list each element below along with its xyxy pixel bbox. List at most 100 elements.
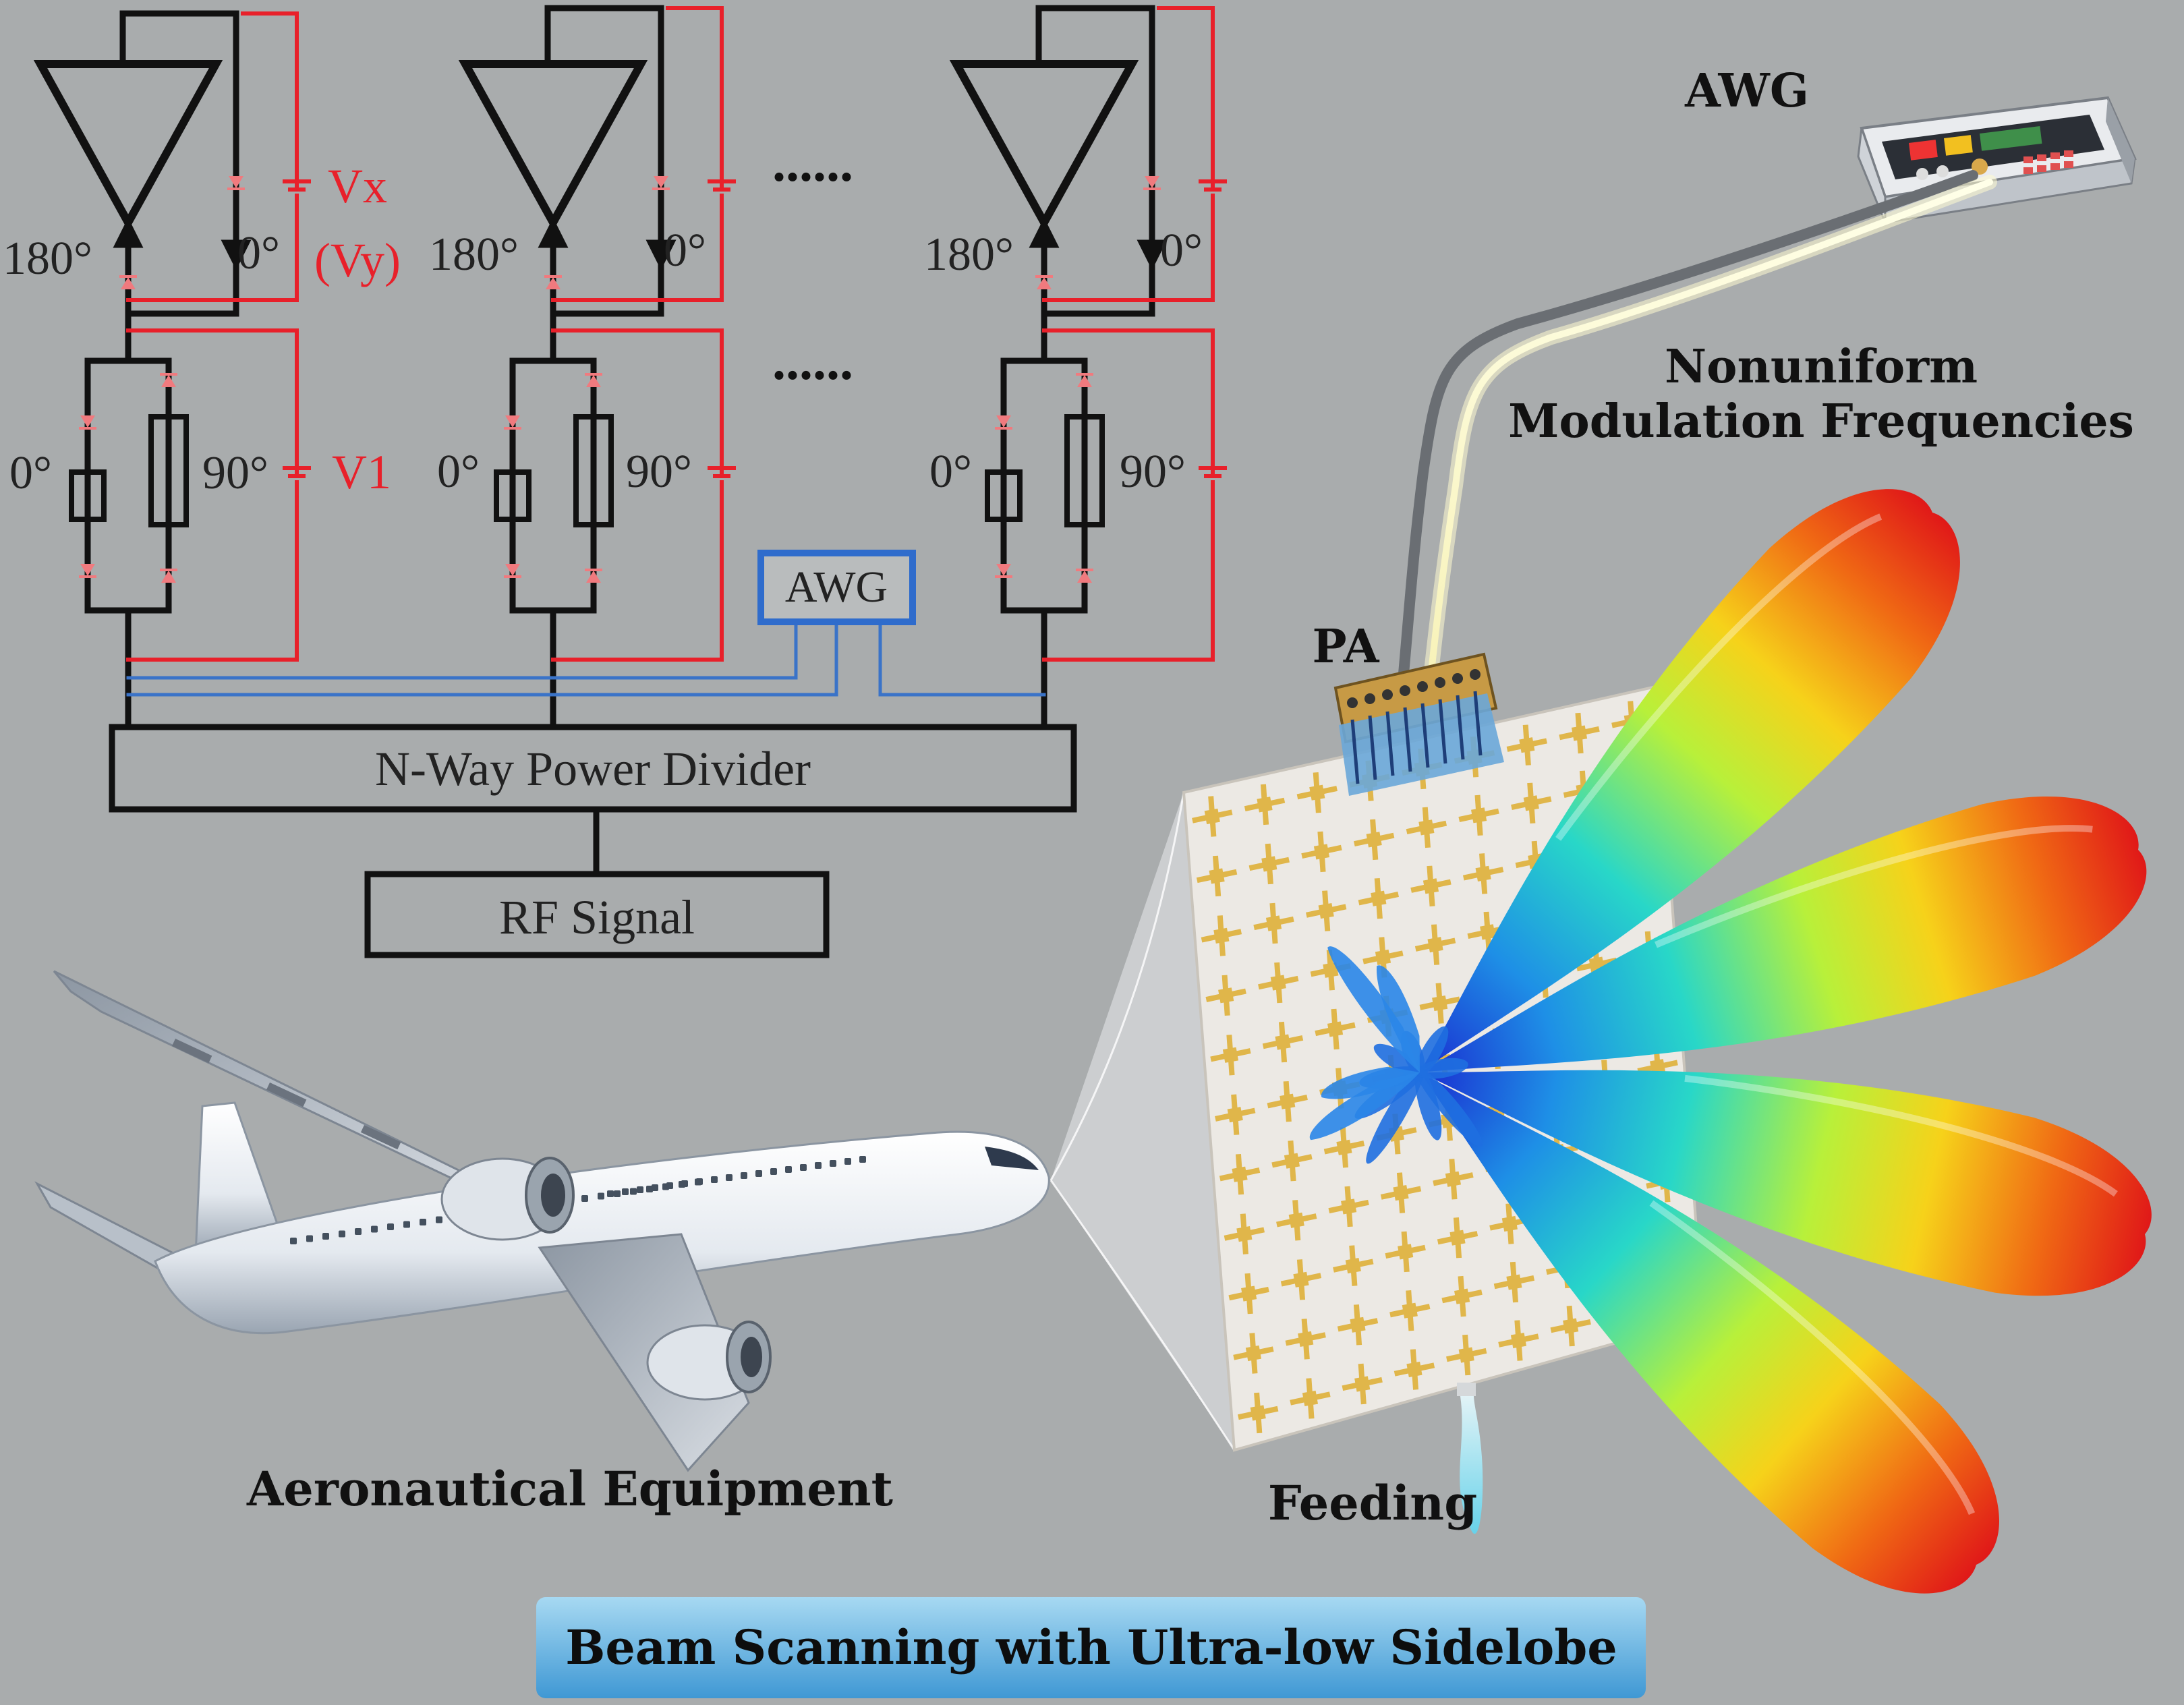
pa-pin	[1382, 689, 1393, 700]
window	[741, 1172, 747, 1179]
patch-element	[1236, 1226, 1253, 1242]
pa-feed-line	[1456, 695, 1465, 760]
patch-element	[1318, 902, 1334, 919]
sidelobe-shape	[1366, 1065, 1425, 1164]
patch-element	[1298, 1331, 1314, 1347]
patch-element	[1323, 962, 1339, 978]
patch-element	[1250, 1405, 1266, 1421]
pa-feed-line	[1438, 699, 1447, 764]
phase-180-label-1: 180°	[3, 233, 92, 285]
pa-pin	[1452, 673, 1463, 684]
awg-control-line	[878, 620, 1046, 697]
patch-element	[1354, 1376, 1371, 1392]
patch-element	[1471, 807, 1487, 823]
main-beam-3	[1420, 1070, 2152, 1296]
sidelobe-shape	[1416, 1058, 1468, 1079]
window	[420, 1219, 426, 1225]
pa-feed-line	[1385, 711, 1395, 776]
window	[652, 1184, 658, 1191]
projection-cone	[1051, 792, 1234, 1450]
minor-lobe-4	[1321, 1066, 1420, 1099]
modulation-cable	[1398, 170, 1997, 692]
pa-feed-line	[1403, 707, 1412, 772]
phase-0-label-2: 0°	[664, 225, 706, 277]
patch-element	[1510, 1332, 1527, 1349]
patch-element	[1265, 915, 1282, 931]
signal-generator-icon	[1857, 96, 2137, 224]
engine-upper	[440, 1157, 575, 1241]
patch-element	[1519, 737, 1535, 753]
patch-element	[1284, 1153, 1300, 1169]
patch-element	[1204, 808, 1220, 825]
pa-pin	[1364, 693, 1375, 704]
airplane-icon	[34, 970, 1050, 1472]
diode	[996, 415, 1011, 428]
patch-element	[1423, 878, 1439, 894]
patch-element	[1432, 995, 1448, 1012]
patch-element	[1275, 1034, 1291, 1050]
rf-signal-label: RF Signal	[499, 890, 695, 944]
pa-pin	[1435, 677, 1445, 688]
banner: Beam Scanning with Ultra-low Sidelobe	[536, 1597, 1646, 1698]
minor-lobe-shape	[1309, 1072, 1420, 1140]
diode	[121, 277, 136, 289]
patch-element	[1222, 1047, 1239, 1063]
window	[755, 1170, 762, 1177]
phase-90-label-2: 90°	[626, 446, 692, 498]
window	[607, 1190, 614, 1197]
minor-lobe-2	[1377, 965, 1420, 1072]
amplifier-triangle	[33, 60, 223, 231]
window	[387, 1223, 394, 1230]
diode	[586, 571, 601, 583]
patch-element	[1245, 1345, 1262, 1362]
phase-90-label-1: 90°	[202, 447, 268, 499]
pa-feed-line	[1350, 719, 1360, 784]
patch-element	[1366, 832, 1382, 848]
diode	[546, 277, 561, 289]
diode	[1077, 571, 1092, 583]
awg-device-label: AWG	[1684, 64, 1809, 118]
window	[815, 1162, 822, 1169]
patch-element	[1261, 856, 1277, 872]
window	[726, 1174, 732, 1181]
patch-element	[1218, 987, 1234, 1004]
patch-element	[1480, 924, 1496, 940]
patch-element	[1280, 1093, 1296, 1109]
patch-element	[1327, 1021, 1344, 1037]
phase-180-label-3: 180°	[924, 229, 1014, 281]
patch-element	[1449, 1230, 1466, 1246]
voltage-vx-label: Vx	[328, 159, 387, 213]
phase-delay-line-90	[1064, 414, 1105, 527]
window	[844, 1158, 851, 1165]
window	[785, 1166, 792, 1173]
pa-label: PA	[1313, 620, 1380, 674]
patch-element	[1445, 1171, 1462, 1187]
window	[770, 1168, 777, 1175]
diode	[80, 415, 95, 428]
patch-element	[1406, 1361, 1423, 1378]
patch-element	[1341, 1198, 1357, 1215]
pa-pin	[1417, 681, 1428, 692]
amplifier-triangle	[458, 60, 648, 231]
window	[859, 1156, 866, 1163]
minor-lobe-shape	[1321, 1066, 1420, 1099]
modulation-label-line2: Modulation Frequencies	[1508, 395, 2134, 449]
minor-lobe-shape	[1327, 946, 1420, 1072]
window	[711, 1176, 718, 1183]
sidelobe-8	[1416, 1058, 1468, 1079]
patch-element	[1375, 949, 1391, 966]
patch-element	[1309, 784, 1325, 801]
patch-element	[1571, 725, 1588, 741]
diode	[996, 564, 1011, 576]
main-beam-2	[1420, 796, 2147, 1072]
circuit-awg-label: AWG	[785, 562, 888, 612]
ellipsis-upper: ......	[772, 134, 853, 193]
phase-0-label-3: 0°	[1160, 225, 1203, 277]
pa-pin	[1347, 697, 1358, 708]
phase-0-lower-label-3: 0°	[929, 446, 972, 498]
diode	[1077, 375, 1092, 387]
phase-0-label-1: 0°	[237, 227, 280, 279]
main-beam-1	[1420, 489, 1960, 1072]
patch-element	[1427, 937, 1443, 953]
beam-lobe	[1420, 796, 2147, 1072]
